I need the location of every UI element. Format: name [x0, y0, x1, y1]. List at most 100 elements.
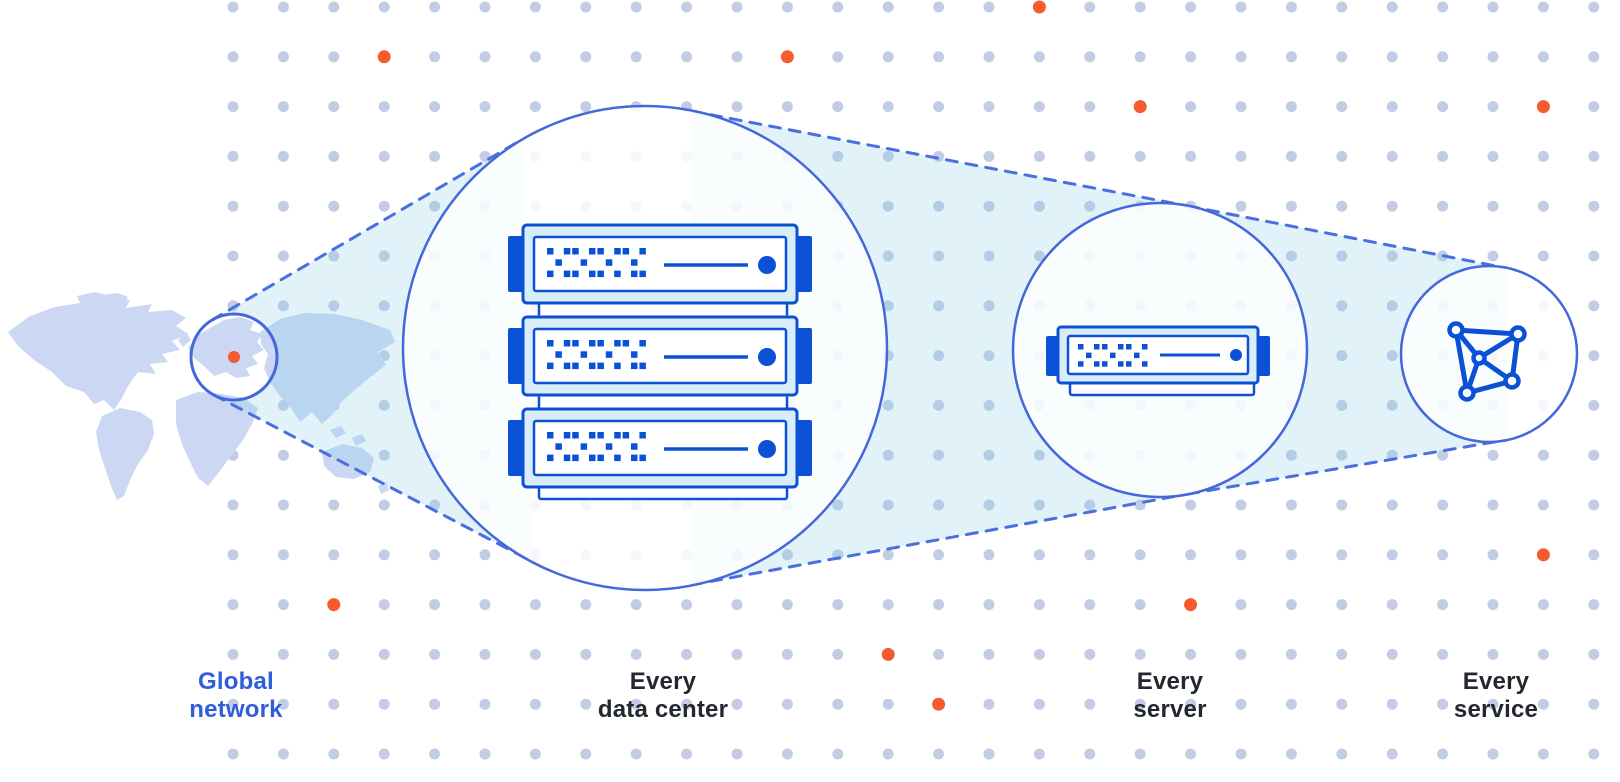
grid-dot [328, 101, 340, 113]
grid-dot [1336, 1, 1348, 13]
grid-dot [277, 599, 289, 611]
grid-dot [328, 748, 340, 760]
grid-dot [1185, 150, 1197, 162]
grid-dot [328, 150, 340, 162]
accent-dot [1536, 548, 1550, 562]
grid-dot [1336, 150, 1348, 162]
grid-dot [378, 150, 390, 162]
grid-dot [1537, 1, 1549, 13]
grid-dot [882, 101, 894, 113]
accent-dot [780, 50, 794, 64]
grid-dot [479, 698, 491, 710]
grid-dot [227, 499, 239, 511]
grid-dot [1235, 150, 1247, 162]
grid-dot [933, 449, 945, 461]
mesh-edge [1453, 327, 1470, 396]
grid-dot [1235, 698, 1247, 710]
grid-dot [933, 599, 945, 611]
grid-dot [1537, 150, 1549, 162]
guide-line-lower-right [1186, 438, 1508, 496]
grid-dot [832, 599, 844, 611]
grid-dot [580, 748, 592, 760]
grid-dot [882, 599, 894, 611]
grid-dot [1537, 51, 1549, 63]
vent-square [614, 432, 621, 439]
label-every-service: Every service [1454, 668, 1538, 724]
grid-dot [1084, 698, 1096, 710]
vent-square [639, 432, 646, 439]
grid-dot [429, 1, 441, 13]
grid-dot [1537, 200, 1549, 212]
grid-dot [882, 748, 894, 760]
grid-dot [1285, 549, 1297, 561]
grid-dot [479, 51, 491, 63]
mesh-node [1458, 384, 1476, 402]
grid-dot [429, 648, 441, 660]
grid-dot [933, 648, 945, 660]
grid-dot [1084, 101, 1096, 113]
vent-square [563, 270, 571, 278]
continent-asia [260, 313, 395, 424]
global-network-region-circle [189, 312, 279, 402]
grid-dot [1134, 599, 1146, 611]
grid-dot [983, 150, 995, 162]
grid-dot [1134, 698, 1146, 710]
vent-square [547, 454, 554, 462]
grid-dot [378, 549, 390, 561]
guide-line-upper-left [210, 137, 525, 322]
vent-square [589, 454, 596, 462]
grid-dot [983, 399, 995, 411]
grid-dot [1336, 499, 1348, 511]
grid-dot [681, 51, 693, 63]
grid-dot [479, 101, 491, 113]
guide-line-lower-mid [689, 492, 1190, 587]
grid-dot [1487, 150, 1499, 162]
vent-square [572, 270, 579, 278]
grid-dot [1386, 1, 1398, 13]
grid-dot [479, 549, 491, 561]
grid-dot [1235, 1, 1247, 13]
server-power-dot [758, 348, 776, 366]
grid-dot [882, 150, 894, 162]
grid-dot [1487, 51, 1499, 63]
grid-dot [1033, 599, 1045, 611]
grid-dot [1487, 499, 1499, 511]
island-new-zealand [378, 482, 389, 494]
vent-square [547, 248, 554, 255]
grid-dot [580, 101, 592, 113]
label-global-network: Global network [189, 668, 282, 724]
accent-dot [1536, 100, 1550, 114]
grid-dot [630, 1, 642, 13]
vent-square [589, 248, 596, 255]
grid-dot [1285, 250, 1297, 262]
grid-dot [227, 150, 239, 162]
grid-dot [1033, 748, 1045, 760]
grid-dot [1537, 599, 1549, 611]
grid-dot [681, 1, 693, 13]
grid-dot [1386, 748, 1398, 760]
grid-dot [378, 499, 390, 511]
grid-dot [328, 499, 340, 511]
grid-dot [1487, 748, 1499, 760]
grid-dot [1336, 250, 1348, 262]
grid-dot [832, 51, 844, 63]
grid-dot [681, 698, 693, 710]
server-power-dot [1230, 349, 1242, 361]
server-vent-pattern [547, 432, 646, 462]
grid-dot [1336, 399, 1348, 411]
grid-dot [1033, 250, 1045, 262]
continent-europe [188, 317, 264, 378]
grid-dot [1285, 51, 1297, 63]
grid-dot [1235, 200, 1247, 212]
server-power-dot [758, 440, 776, 458]
vent-square [589, 340, 596, 347]
server-unit [508, 407, 812, 489]
grid-dot [1235, 499, 1247, 511]
vent-square [547, 432, 554, 439]
mesh-node [1503, 372, 1521, 390]
grid-dot [1437, 51, 1449, 63]
vent-square [639, 362, 646, 370]
grid-dot [1033, 150, 1045, 162]
grid-dot [328, 200, 340, 212]
grid-dot [227, 648, 239, 660]
